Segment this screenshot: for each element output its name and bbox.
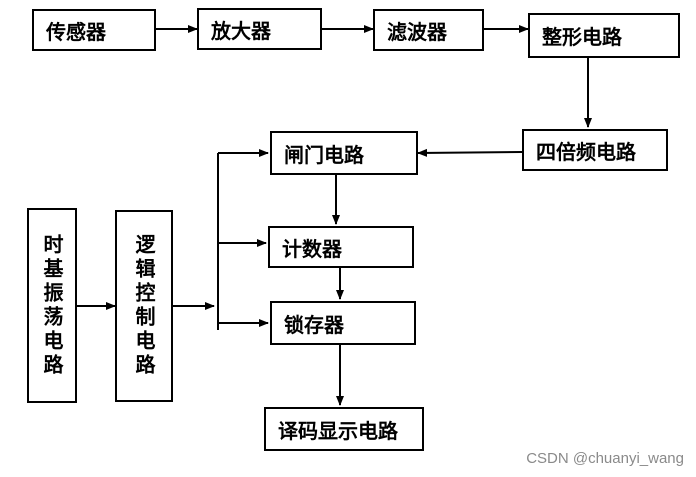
quadrupler-block: 四倍频电路 [522,129,668,171]
logic-control-block: 逻辑控制电路 [115,210,173,402]
decoder-display-label: 译码显示电路 [278,418,398,443]
sensor-block: 传感器 [32,9,156,51]
counter-label: 计数器 [282,236,342,261]
latch-block: 锁存器 [270,301,416,345]
filter-block: 滤波器 [373,9,484,51]
amplifier-label: 放大器 [211,18,271,43]
filter-label: 滤波器 [387,19,447,44]
sensor-label: 传感器 [46,19,106,44]
shaping-label: 整形电路 [542,25,622,49]
timebase-block: 时基振荡电路 [27,208,77,403]
amplifier-block: 放大器 [197,8,322,50]
logic-control-label: 逻辑控制电路 [132,234,156,378]
latch-label: 锁存器 [284,312,344,337]
gate-label: 闸门电路 [284,142,364,167]
gate-block: 闸门电路 [270,131,418,175]
shaping-block: 整形电路 [528,13,680,58]
arrow-quadrupler-to-gate [417,148,523,157]
quadrupler-label: 四倍频电路 [536,139,636,164]
timebase-label: 时基振荡电路 [40,233,64,378]
watermark: CSDN @chuanyi_wang [526,450,684,467]
counter-block: 计数器 [268,226,414,268]
decoder-display-block: 译码显示电路 [264,407,424,451]
